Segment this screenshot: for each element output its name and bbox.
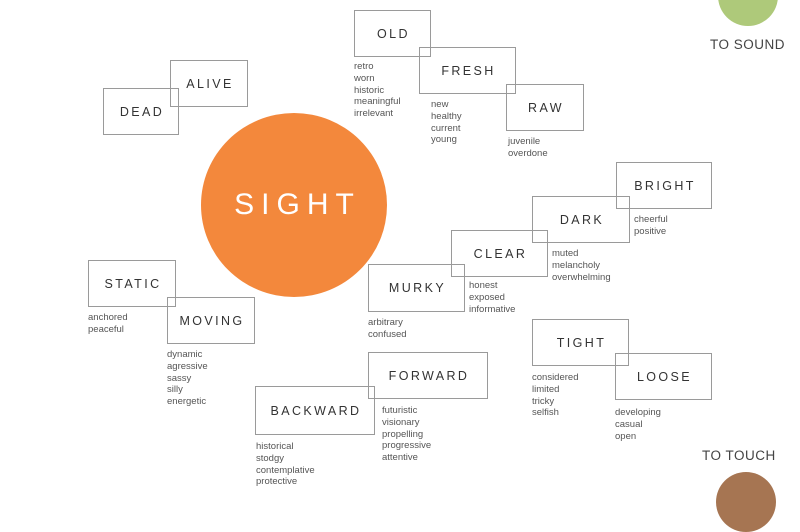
forward-label: FORWARD — [388, 368, 470, 383]
moving-box: MOVING — [167, 297, 255, 344]
static-word-list: anchored peaceful — [88, 312, 128, 336]
sight-label: SIGHT — [234, 188, 361, 221]
word: worn — [354, 72, 375, 84]
raw-box: RAW — [506, 84, 584, 131]
word: muted — [552, 248, 579, 259]
murky-label: MURKY — [388, 281, 447, 295]
forward-box: FORWARD — [368, 352, 488, 399]
dark-box: DARK — [532, 196, 630, 243]
word: open — [615, 430, 637, 442]
word: dynamic — [167, 349, 203, 360]
word: juvenile — [508, 136, 541, 147]
fresh-word-list: new healthy current young — [431, 99, 462, 146]
loose-label: LOOSE — [636, 369, 693, 384]
word: historical — [256, 441, 294, 452]
tight-word-list: considered limited tricky selfish — [532, 372, 578, 419]
loose-box: LOOSE — [615, 353, 712, 400]
fresh-label: FRESH — [441, 63, 496, 78]
word: agressive — [167, 360, 208, 372]
word: contemplative — [256, 464, 315, 476]
backward-word-list: historical stodgy contemplative protecti… — [256, 441, 315, 488]
word: honest — [469, 280, 498, 291]
forward-word-list: futuristic visionary propelling progress… — [382, 405, 431, 464]
dark-label: DARK — [559, 212, 605, 227]
bright-word-list: cheerful positive — [634, 214, 668, 238]
word: silly — [167, 384, 183, 396]
word: current — [431, 122, 461, 134]
clear-box: CLEAR — [451, 230, 548, 277]
word: stodgy — [256, 452, 284, 464]
word: informative — [469, 303, 516, 315]
word: cheerful — [634, 214, 668, 225]
old-box: OLD — [354, 10, 431, 57]
backward-box: BACKWARD — [255, 386, 375, 435]
word: meaningful — [354, 96, 401, 108]
word: healthy — [431, 110, 462, 122]
bright-box: BRIGHT — [616, 162, 712, 209]
word: overwhelming — [552, 271, 611, 283]
clear-label: CLEAR — [473, 246, 528, 261]
tight-label: TIGHT — [556, 335, 607, 350]
word: protective — [256, 476, 298, 488]
word: developing — [615, 407, 661, 418]
dead-box: DEAD — [103, 88, 179, 135]
bright-label: BRIGHT — [634, 178, 696, 193]
moving-word-list: dynamic agressive sassy silly energetic — [167, 349, 208, 408]
dead-label: DEAD — [119, 104, 165, 119]
word: peaceful — [88, 323, 124, 335]
murky-word-list: arbitrary confused — [368, 317, 407, 341]
alive-box: ALIVE — [170, 60, 248, 107]
word: progressive — [382, 440, 432, 452]
raw-word-list: juvenile overdone — [508, 136, 548, 160]
to-sound-link[interactable]: TO SOUND — [710, 37, 786, 52]
sound-link-dot[interactable] — [718, 0, 778, 26]
backward-label: BACKWARD — [270, 403, 362, 418]
word: historic — [354, 84, 385, 96]
word: exposed — [469, 291, 505, 303]
touch-link-dot[interactable] — [716, 472, 776, 532]
to-touch-link[interactable]: TO TOUCH — [702, 448, 776, 463]
raw-label: RAW — [528, 100, 564, 115]
word: young — [431, 134, 457, 146]
word: sassy — [167, 372, 192, 384]
word: energetic — [167, 396, 207, 408]
alive-label: ALIVE — [186, 76, 234, 91]
dark-word-list: muted melancholy overwhelming — [552, 248, 611, 283]
word: confused — [368, 328, 407, 340]
moving-label: MOVING — [179, 313, 245, 328]
word: retro — [354, 61, 374, 72]
murky-box: MURKY — [368, 264, 465, 312]
word: propelling — [382, 428, 424, 440]
word: casual — [615, 418, 643, 430]
clear-word-list: honest exposed informative — [469, 280, 515, 315]
sight-circle: SIGHT — [201, 113, 387, 297]
old-label: OLD — [377, 26, 410, 41]
word: new — [431, 99, 449, 110]
word: arbitrary — [368, 317, 403, 328]
tight-box: TIGHT — [532, 319, 629, 366]
fresh-box: FRESH — [419, 47, 516, 94]
word: limited — [532, 383, 560, 395]
word: selfish — [532, 407, 559, 419]
static-label: STATIC — [104, 276, 162, 291]
word: tricky — [532, 395, 555, 407]
word: positive — [634, 225, 667, 237]
word: futuristic — [382, 405, 418, 416]
word: attentive — [382, 452, 418, 464]
word: anchored — [88, 312, 128, 323]
word: visionary — [382, 416, 420, 428]
word: melancholy — [552, 259, 601, 271]
old-word-list: retro worn historic meaningful irrelevan… — [354, 61, 400, 120]
word: overdone — [508, 147, 548, 159]
word: considered — [532, 372, 579, 383]
loose-word-list: developing casual open — [615, 407, 661, 442]
static-box: STATIC — [88, 260, 176, 307]
word: irrelevant — [354, 108, 394, 120]
